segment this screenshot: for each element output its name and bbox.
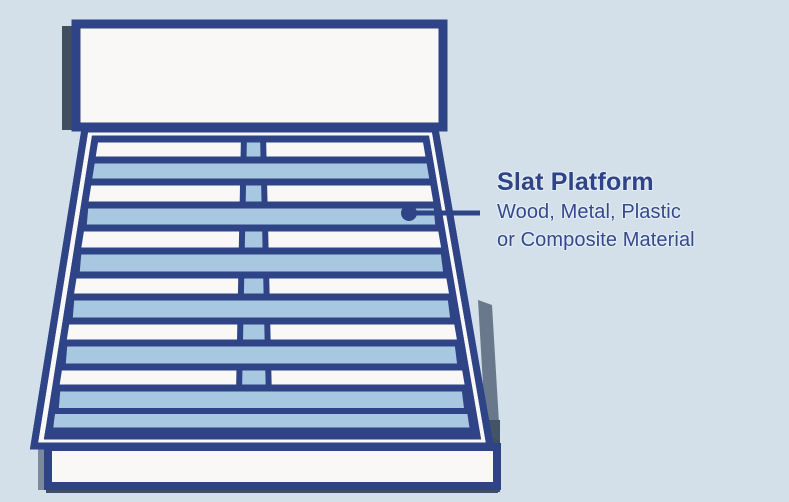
slat-1-overlay [84, 156, 438, 186]
slat-4-overlay [65, 293, 458, 325]
footboard-rect [44, 443, 501, 490]
headboard-rect [71, 19, 448, 132]
slat-2-overlay [79, 201, 443, 232]
slat-group [44, 137, 481, 438]
slat-3-overlay [72, 247, 451, 279]
callout-group [401, 205, 480, 221]
platform-inner-trapezoid-outline [43, 135, 482, 440]
footboard-panel [44, 443, 501, 490]
slat-5-overlay [58, 339, 465, 371]
platform-outer-trapezoid-outline [29, 125, 495, 450]
headboard-left-shadow [62, 26, 72, 130]
callout-dot [401, 205, 417, 221]
headboard-panel [71, 19, 448, 132]
platform-right-rail-shadow [478, 300, 500, 440]
